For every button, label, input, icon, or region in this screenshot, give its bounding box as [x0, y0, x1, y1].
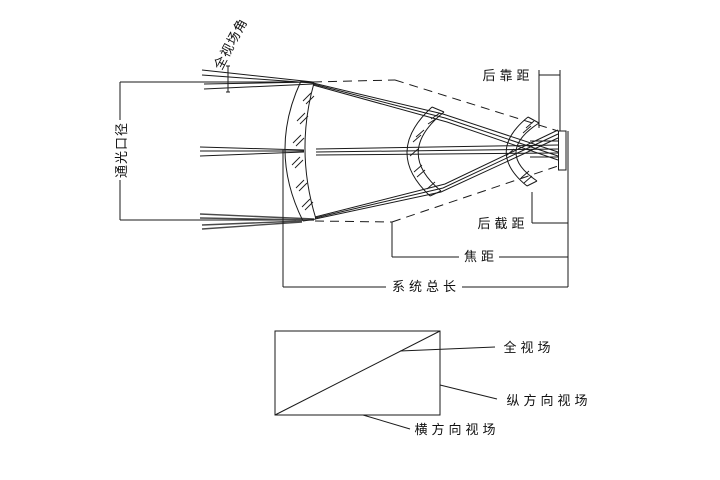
full-field-label: 全视场	[503, 340, 554, 356]
primary-lens-hatching	[291, 92, 315, 211]
back-intercept-label: 后截距	[477, 217, 528, 232]
field-rectangle	[274, 330, 441, 416]
system-length-dimension: 系统总长	[282, 131, 569, 295]
incoming-ray-bundles	[199, 69, 315, 230]
principal-plane-dashed-lines	[312, 79, 559, 223]
tertiary-lens	[505, 116, 540, 187]
back-mount-dimension: 后靠距	[482, 69, 561, 131]
focal-length-dimension: 焦距	[391, 222, 568, 265]
internal-ray-fans	[312, 82, 559, 220]
focal-length-label: 焦距	[464, 250, 498, 265]
vertical-field-label: 纵方向视场	[506, 393, 591, 409]
aperture-label: 通光口径	[115, 122, 130, 178]
system-length-label: 系统总长	[392, 280, 460, 295]
secondary-lens	[406, 106, 445, 197]
back-mount-distance-label: 后靠距	[482, 69, 533, 84]
primary-lens	[284, 80, 317, 222]
horizontal-field-label: 横方向视场	[414, 422, 499, 438]
aperture-dimension: 通光口径	[115, 81, 308, 221]
image-plane	[558, 130, 567, 171]
field-diagonal	[274, 330, 441, 416]
field-rectangle-figure: 全视场 纵方向视场 横方向视场	[274, 330, 591, 438]
back-intercept-dimension: 后截距	[477, 192, 568, 232]
